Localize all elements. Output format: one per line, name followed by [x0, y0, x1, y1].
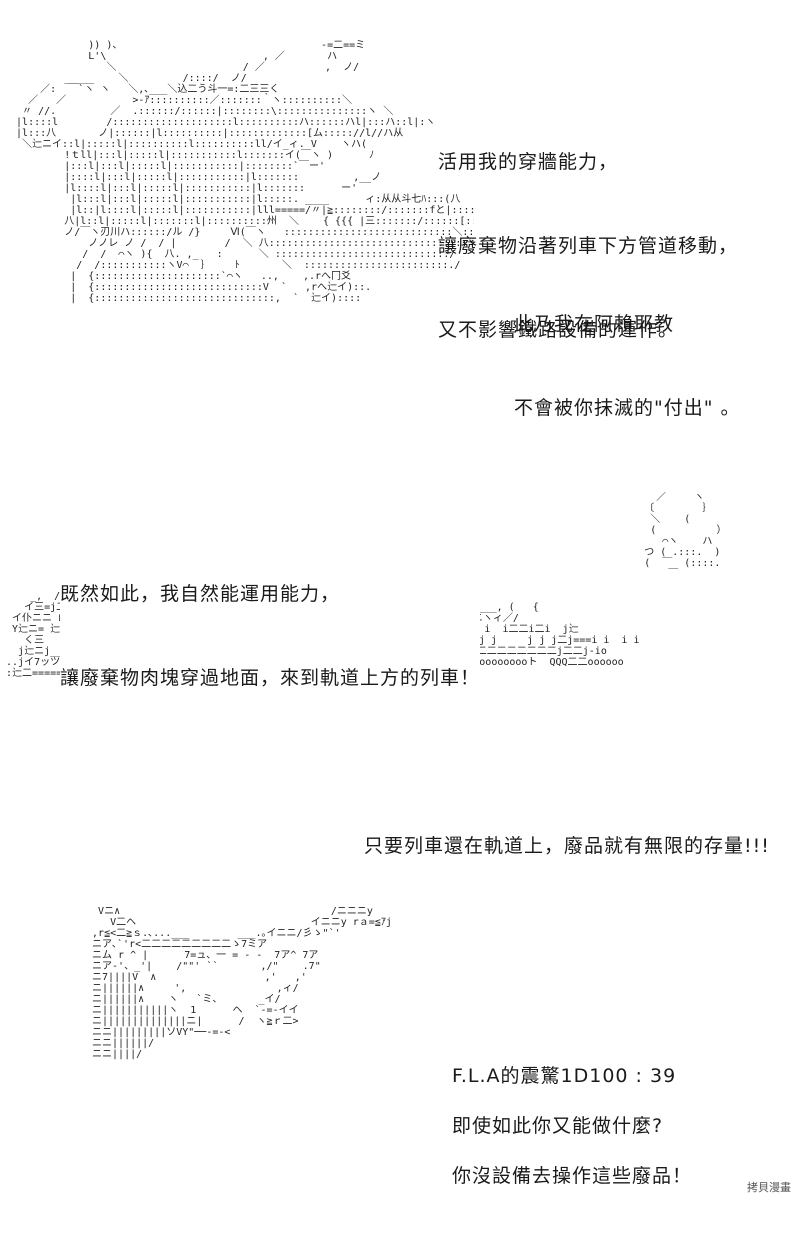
- panel2-caption-a: 既然如此，我自然能運用能力， 讓廢棄物肉塊穿過地面，來到軌道上方的列車！: [60, 524, 481, 748]
- caption-line: 又不影響鐵路設備的運作。: [438, 319, 679, 341]
- panel1-ascii-art: )) )、 -=二==ミ L'\ , ／ ハ ＼ / ／ , ノ/ _____ …: [16, 40, 474, 304]
- panel3-ascii-art: Vニ∧ /ニニニy V二ヘ イニニy rａ=≦ｱj ,r≦<二≧ｓ.､...__…: [92, 906, 392, 1060]
- caption-line: 你沒設備去操作這些廢品！: [452, 1165, 693, 1187]
- manga-page: )) )、 -=二==ミ L'\ , ／ ハ ＼ / ／ , ノ/ _____ …: [6, 40, 794, 1196]
- panel2-caption-b: 只要列車還在軌道上，廢品就有無限的存量!!!: [364, 776, 770, 916]
- caption-line: 不會被你抹滅的"付出" 。: [514, 397, 741, 419]
- panel3-caption-b: 即使如此你又能做什麼?: [452, 1056, 663, 1196]
- watermark: 拷貝漫畫: [744, 1178, 794, 1196]
- panel3-dice-roll: F.L.A的震驚1D100 : 39: [452, 1006, 676, 1146]
- panel1-caption-a: 活用我的穿牆能力， 讓廢棄物沿著列車下方管道移動， 又不影響鐵路設備的運作。: [438, 92, 738, 400]
- caption-line: 讓廢棄物沿著列車下方管道移動，: [438, 235, 739, 257]
- caption-line: 活用我的穿牆能力，: [438, 151, 619, 173]
- panel3-caption-c: 你沒設備去操作這些廢品！: [452, 1106, 692, 1246]
- caption-line: 既然如此，我自然能運用能力，: [60, 583, 341, 605]
- caption-line: 只要列車還在軌道上，廢品就有無限的存量!!!: [364, 835, 770, 857]
- caption-line: F.L.A的震驚1D100 : 39: [452, 1065, 677, 1087]
- caption-line: 讓廢棄物肉塊穿過地面，來到軌道上方的列車！: [60, 667, 481, 689]
- caption-line: 即使如此你又能做什麼?: [452, 1115, 664, 1137]
- panel1-caption-b: 此乃我在阿賴耶教 不會被你抹滅的"付出" 。: [514, 254, 741, 478]
- caption-line: 此乃我在阿賴耶教: [514, 313, 675, 335]
